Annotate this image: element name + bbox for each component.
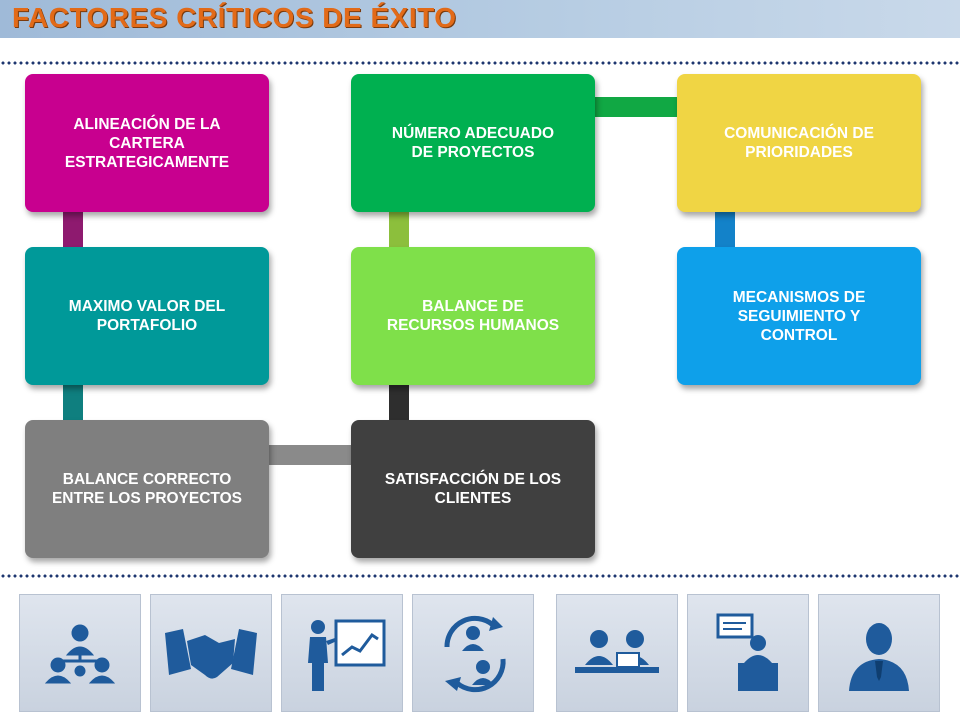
icon-tile-3 — [281, 594, 403, 712]
org-chart-icon — [44, 624, 116, 684]
presentation-icon — [308, 619, 386, 691]
icon-tile-4 — [412, 594, 534, 712]
icon-tile-7 — [818, 594, 940, 712]
dotted-divider-top — [0, 61, 960, 65]
icon-tile-6 — [687, 594, 809, 712]
connector-gray — [268, 445, 352, 465]
connector-magenta — [63, 210, 83, 250]
page-title: FACTORES CRÍTICOS DE ÉXITO — [12, 2, 457, 33]
dotted-divider-bottom — [0, 574, 960, 578]
connector-green — [594, 97, 680, 117]
icon-tile-1 — [19, 594, 141, 712]
icon-tile-2 — [150, 594, 272, 712]
speaker-podium-icon — [716, 613, 778, 691]
title-bar: FACTORES CRÍTICOS DE ÉXITO — [0, 0, 960, 38]
connector-teal — [63, 383, 83, 423]
handshake-icon — [165, 629, 257, 679]
team-meeting-icon — [575, 630, 659, 673]
connector-blue — [715, 210, 735, 250]
connector-lime — [389, 210, 409, 250]
businessman-icon — [849, 623, 909, 691]
connector-dark — [389, 383, 409, 423]
cycle-people-icon — [444, 616, 506, 693]
icon-tile-5 — [556, 594, 678, 712]
